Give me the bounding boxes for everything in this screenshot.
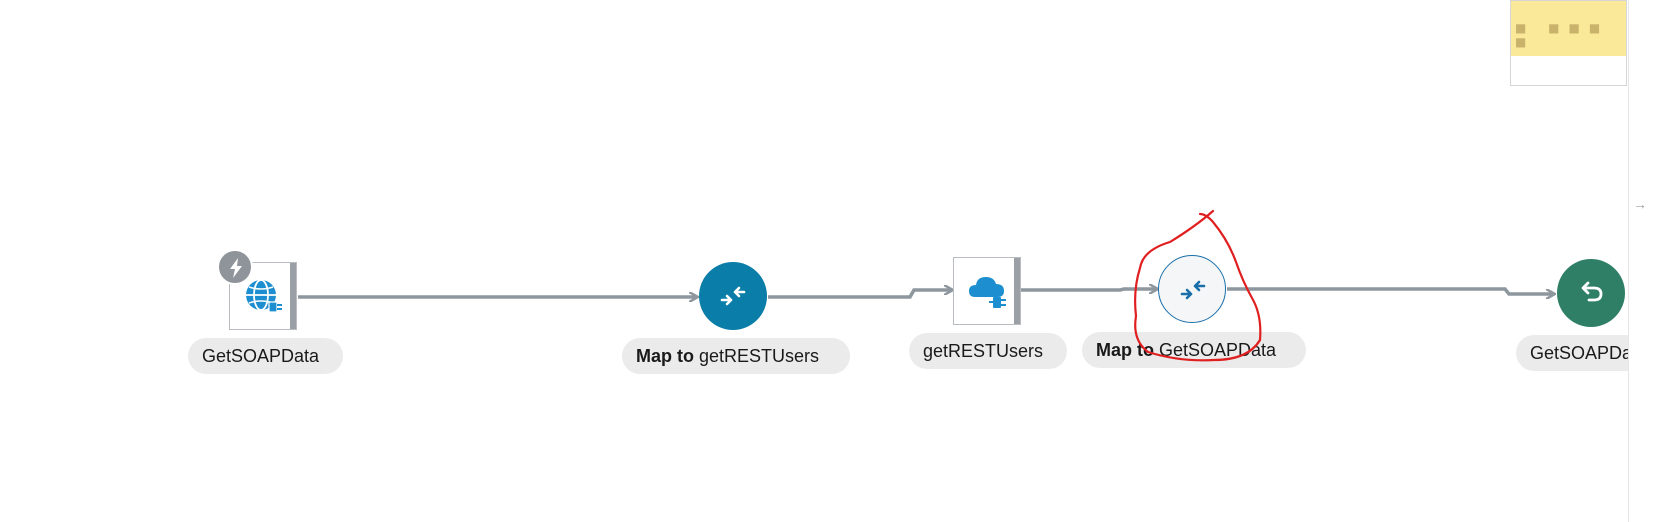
sticky-note-header: ■ ■■■ ■ — [1511, 1, 1626, 56]
map-prefix: Map to — [636, 346, 699, 366]
map-to-getrestusers-node[interactable] — [699, 262, 767, 330]
sticky-note-dots: ■ ■■■ ■ — [1515, 21, 1610, 49]
map-to-getsoapdata-label[interactable]: Map to GetSOAPData — [1082, 332, 1306, 368]
map-target: GetSOAPData — [1159, 340, 1277, 360]
return-label[interactable]: GetSOAPData — [1516, 335, 1642, 371]
soap-adapter-icon — [246, 279, 282, 313]
cloud-adapter-icon — [969, 277, 1006, 308]
return-node[interactable] — [1557, 259, 1625, 327]
invoke-rest-label-text: getRESTUsers — [923, 341, 1044, 361]
map-target: getRESTUsers — [699, 346, 820, 366]
map-arrows-icon — [1180, 280, 1206, 300]
trigger-label-text: GetSOAPData — [202, 346, 320, 366]
return-arrow-icon — [1581, 281, 1603, 302]
side-panel-edge[interactable] — [1628, 0, 1653, 522]
map-to-getsoapdata-node[interactable] — [1158, 255, 1226, 323]
map-arrows-icon — [720, 286, 746, 306]
trigger-badge — [217, 249, 253, 285]
connector-map-to-return — [1227, 287, 1554, 294]
invoke-rest-node[interactable] — [953, 257, 1021, 325]
trigger-label[interactable]: GetSOAPData — [188, 338, 343, 374]
connector-map-to-invoke — [768, 290, 952, 299]
return-label-text: GetSOAPData — [1530, 343, 1642, 363]
map-to-getrestusers-label[interactable]: Map to getRESTUsers — [622, 338, 850, 374]
lightning-icon — [230, 258, 242, 278]
sticky-note[interactable]: ■ ■■■ ■ — [1510, 0, 1627, 86]
connector-invoke-to-map — [1020, 289, 1157, 290]
invoke-rest-label[interactable]: getRESTUsers — [909, 333, 1067, 369]
map-prefix: Map to — [1096, 340, 1159, 360]
expand-arrow-icon[interactable]: → — [1633, 196, 1647, 212]
